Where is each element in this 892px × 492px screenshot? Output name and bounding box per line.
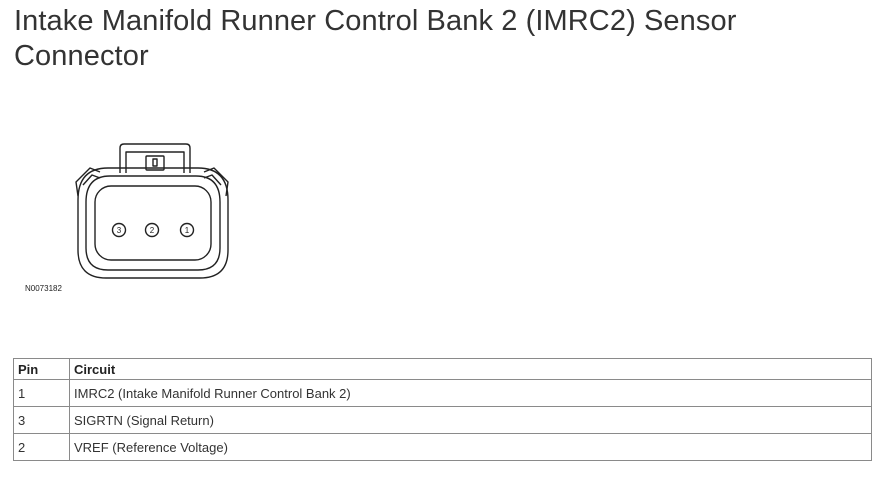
column-header-circuit: Circuit [69, 358, 872, 380]
connector-diagram: 3 2 1 N0073182 [20, 138, 250, 298]
connector-latch-window [145, 155, 165, 171]
column-header-pin: Pin [13, 358, 70, 380]
connector-latch-outer [119, 143, 191, 173]
connector-left-ear [75, 167, 101, 197]
pin-circle-3 [111, 222, 127, 238]
pin-cell: 2 [13, 433, 70, 461]
connector-latch-detent [152, 158, 158, 167]
pin-cell: 1 [13, 379, 70, 407]
pin-circuit-table: Pin Circuit 1 IMRC2 (Intake Manifold Run… [13, 358, 872, 461]
table-row: 3 SIGRTN (Signal Return) [13, 406, 872, 434]
connector-left-ear-inner [82, 174, 101, 186]
connector-drawing: 3 2 1 [75, 143, 229, 279]
pin-circle-1 [179, 222, 195, 238]
circuit-cell: IMRC2 (Intake Manifold Runner Control Ba… [69, 379, 872, 407]
circuit-cell: SIGRTN (Signal Return) [69, 406, 872, 434]
connector-pin-cavity [94, 185, 212, 261]
figure-code: N0073182 [25, 284, 62, 293]
pin-label-3: 3 [117, 226, 122, 235]
connector-right-ear-inner [203, 174, 222, 186]
table-row: 2 VREF (Reference Voltage) [13, 433, 872, 461]
connector-housing-middle [85, 175, 221, 271]
circuit-cell: VREF (Reference Voltage) [69, 433, 872, 461]
pin-circle-2 [144, 222, 160, 238]
pin-label-1: 1 [185, 226, 190, 235]
table-row: 1 IMRC2 (Intake Manifold Runner Control … [13, 379, 872, 407]
pin-cell: 3 [13, 406, 70, 434]
connector-latch-inner [125, 151, 185, 173]
pin-label-2: 2 [150, 226, 155, 235]
connector-housing-outer [77, 167, 229, 279]
table-header-row: Pin Circuit [13, 358, 872, 380]
page-title: Intake Manifold Runner Control Bank 2 (I… [14, 5, 737, 72]
